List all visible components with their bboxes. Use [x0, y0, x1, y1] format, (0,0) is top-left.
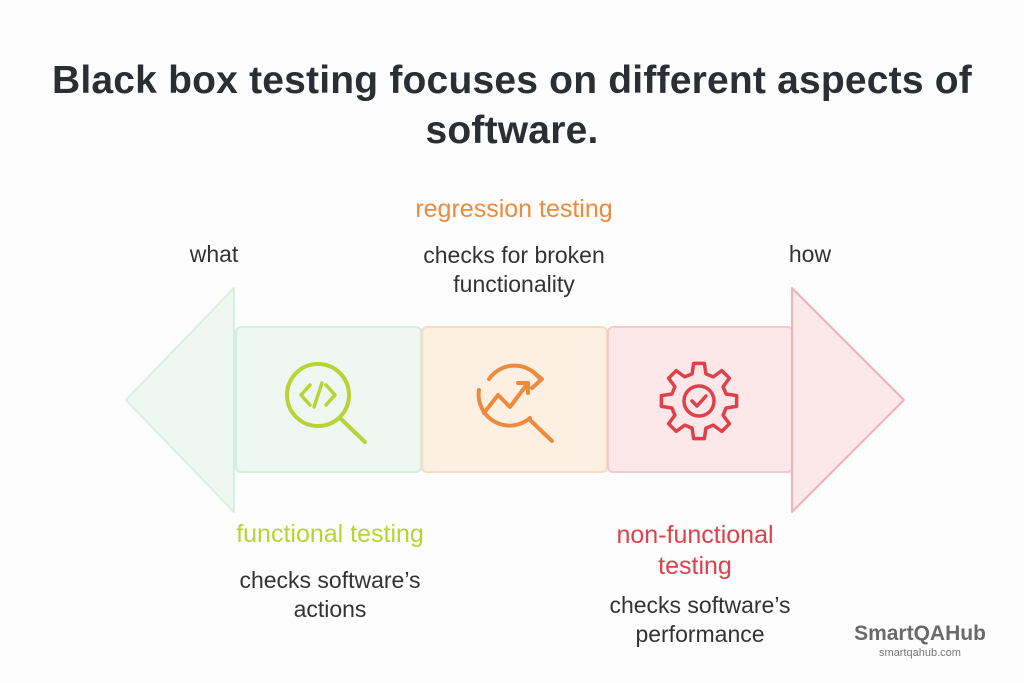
- gear-check-icon: [659, 361, 739, 441]
- non-functional-testing-description: checks software’s performance: [609, 592, 791, 647]
- brand-watermark: SmartQAHub smartqahub.com: [840, 622, 1000, 660]
- brand-url: smartqahub.com: [879, 647, 961, 659]
- functional-testing-description: checks software’s actions: [239, 567, 421, 622]
- page-title: Black box testing focuses on different a…: [52, 59, 972, 152]
- what-label: what: [189, 241, 239, 267]
- non-functional-testing-heading: non-functional testing: [616, 521, 774, 580]
- trend-refresh-search-icon: [476, 363, 554, 443]
- right-arrowhead: [791, 287, 905, 513]
- regression-testing-description: checks for broken functionality: [423, 242, 605, 297]
- regression-testing-heading: regression testing: [415, 195, 613, 223]
- brand-name: SmartQAHub: [854, 622, 986, 645]
- code-search-icon: [285, 362, 367, 444]
- left-arrowhead: [125, 287, 235, 513]
- how-label: how: [788, 241, 832, 267]
- functional-testing-heading: functional testing: [236, 520, 424, 548]
